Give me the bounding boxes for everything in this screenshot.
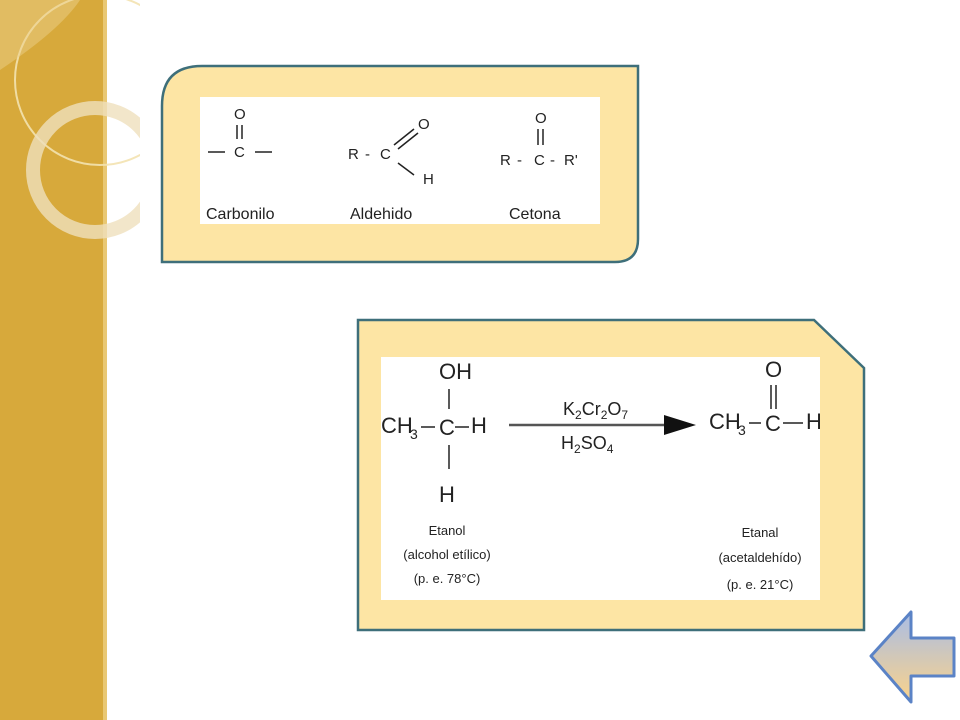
reaction-image: OH CH 3 C H H Etanol (alcohol etílico) (… [381,357,820,600]
product-label: Etanal (acetaldehído) (p. e. 21°C) [718,525,801,592]
reactant-label-line-3: (p. e. 78°C) [414,571,481,586]
atom-ch: CH [709,409,741,434]
reagent-o: O [607,399,621,419]
atom-ch-sub: 3 [738,422,746,438]
atom-h: H [423,171,434,188]
reaction-arrow [509,415,696,435]
reagent-oxidant: K2Cr2O7 [563,399,628,422]
formula-cetona: O R - C - R' Cetona [500,110,578,223]
atom-dash: - [365,146,370,163]
atom-h-right: H [471,413,487,438]
atom-dash-2: - [550,152,555,169]
reagent-acid: H2SO4 [561,433,614,456]
svg-text:K2Cr2O7: K2Cr2O7 [563,399,628,422]
atom-c: C [534,152,545,169]
atom-r-prime: R' [564,152,578,169]
atom-dash-1: - [517,152,522,169]
deco-wedge [0,0,80,70]
reagent-so-sub: 4 [607,442,614,456]
reagent-k-sub: 2 [575,408,582,422]
formula-aldehido: R - C O H Aldehido [348,116,434,223]
atom-ch-sub: 3 [410,426,418,442]
reagent-cr-sub: 2 [601,408,608,422]
atom-o: O [535,110,547,127]
atom-oh: OH [439,359,472,384]
atom-c: C [380,146,391,163]
formula-carbonilo: O C Carbonilo [206,106,275,223]
atom-o: O [765,357,782,382]
svg-text:H2SO4: H2SO4 [561,433,614,456]
reagent-k: K [563,399,575,419]
atom-h-bottom: H [439,482,455,507]
label-carbonilo: Carbonilo [206,206,275,223]
atom-r: R [348,146,359,163]
product-label-line-3: (p. e. 21°C) [727,577,794,592]
deco-circle-ring [26,101,140,239]
functional-groups-image: O C Carbonilo R - C O H Aldehido O R - [200,97,600,224]
atom-o: O [234,106,246,123]
atom-c: C [234,144,245,161]
atom-c: C [439,415,455,440]
reagent-h: H [561,433,574,453]
label-cetona: Cetona [509,206,561,223]
reagent-cr: Cr [582,399,601,419]
atom-c: C [765,411,781,436]
product-ethanal: O CH 3 C H [709,357,820,438]
product-label-line-2: (acetaldehído) [718,550,801,565]
reactant-label: Etanol (alcohol etílico) (p. e. 78°C) [403,523,490,586]
product-label-line-1: Etanal [742,525,779,540]
atom-o: O [418,116,430,133]
reactant-ethanol: OH CH 3 C H H [381,359,487,507]
reactant-label-line-2: (alcohol etílico) [403,547,490,562]
deco-circle-large [14,0,140,166]
arrow-left-icon[interactable] [868,608,958,708]
reactant-label-line-1: Etanol [429,523,466,538]
atom-r: R [500,152,511,169]
atom-ch: CH [381,413,413,438]
sidebar-edge [103,0,107,720]
decorative-circles [0,0,140,239]
atom-h: H [806,409,820,434]
reagent-h-sub: 2 [574,442,581,456]
reagent-so: SO [581,433,607,453]
label-aldehido: Aldehido [350,206,412,223]
reagent-o-sub: 7 [621,408,628,422]
